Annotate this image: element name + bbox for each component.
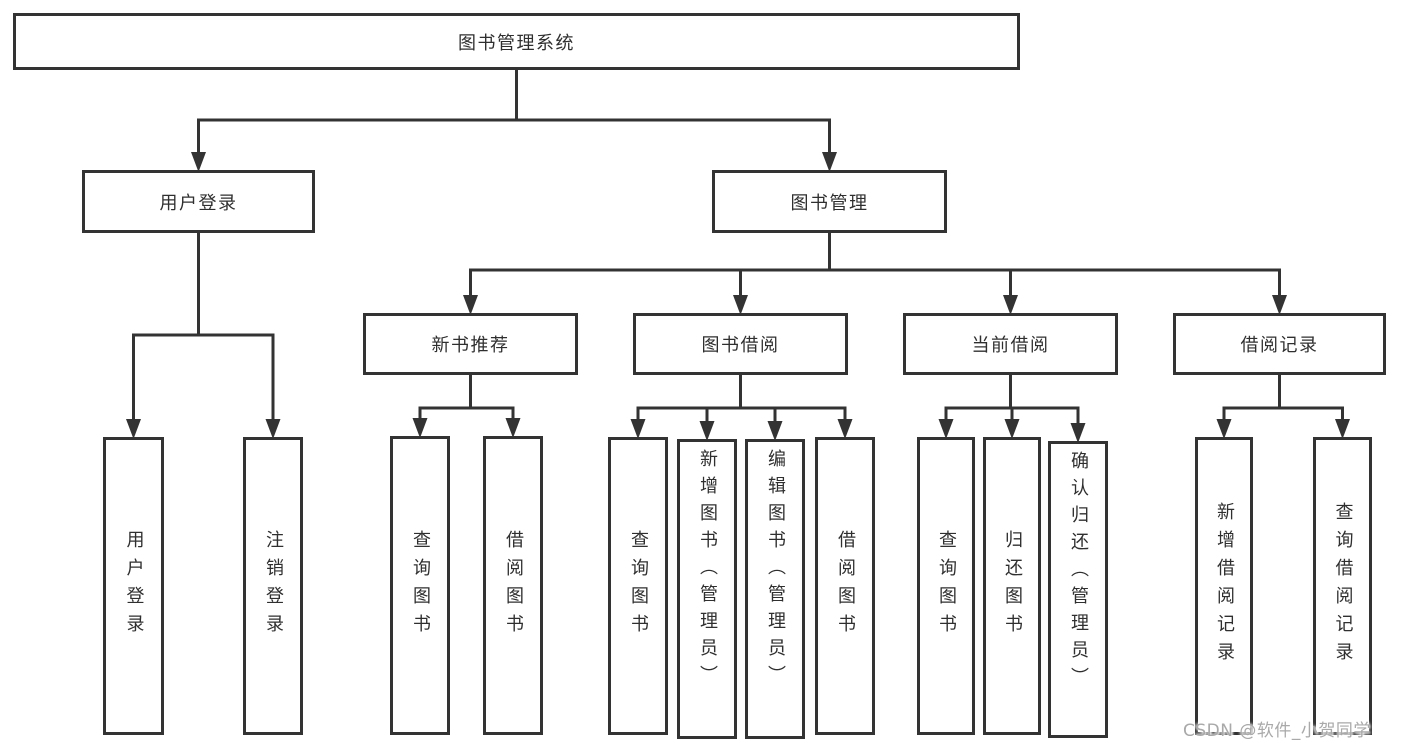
- node-nb-query-books-label: 查询图书: [410, 529, 431, 642]
- node-logout-label: 注销登录: [263, 530, 284, 642]
- node-bb-add-books: 新增图书（管理员）: [677, 439, 737, 739]
- node-bb-query-books: 查询图书: [608, 437, 668, 735]
- node-book-borrowing: 图书借阅: [633, 313, 848, 375]
- node-current-borrowing-label: 当前借阅: [971, 335, 1050, 356]
- node-borrowing-records-label: 借阅记录: [1240, 335, 1319, 356]
- node-new-book-recommend-label: 新书推荐: [431, 335, 510, 356]
- node-bb-borrow-books-label: 借阅图书: [835, 530, 856, 642]
- node-bb-borrow-books: 借阅图书: [815, 437, 875, 735]
- node-root: 图书管理系统: [13, 13, 1020, 70]
- node-new-book-recommend: 新书推荐: [363, 313, 578, 375]
- node-cb-return-books: 归还图书: [983, 437, 1041, 735]
- connector-path: [132, 68, 1344, 427]
- node-bb-query-books-label: 查询图书: [628, 530, 649, 642]
- node-bb-add-books-label: 新增图书（管理员）: [697, 449, 718, 692]
- node-br-add-record: 新增借阅记录: [1195, 437, 1253, 735]
- node-book-borrowing-label: 图书借阅: [701, 335, 780, 356]
- node-nb-borrow-books: 借阅图书: [483, 436, 543, 735]
- node-br-query-record-label: 查询借阅记录: [1332, 502, 1354, 670]
- arrowheads: [126, 152, 1350, 443]
- node-cb-query-books: 查询图书: [917, 437, 975, 735]
- node-borrowing-records: 借阅记录: [1173, 313, 1386, 375]
- node-nb-query-books: 查询图书: [390, 436, 450, 735]
- node-login-label: 用户登录: [123, 530, 145, 642]
- node-cb-query-books-label: 查询图书: [936, 530, 957, 642]
- node-cb-confirm-return: 确认归还（管理员）: [1048, 441, 1108, 738]
- node-cb-confirm-return-label: 确认归还（管理员）: [1068, 451, 1089, 694]
- node-user-login-label: 用户登录: [159, 192, 238, 214]
- node-cb-return-books-label: 归还图书: [1002, 530, 1023, 642]
- node-current-borrowing: 当前借阅: [903, 313, 1118, 375]
- node-user-login: 用户登录: [82, 170, 315, 233]
- node-nb-borrow-books-label: 借阅图书: [503, 529, 524, 642]
- node-logout: 注销登录: [243, 437, 303, 735]
- node-br-query-record: 查询借阅记录: [1313, 437, 1372, 735]
- node-bb-edit-books-label: 编辑图书（管理员）: [765, 449, 786, 692]
- watermark: CSDN @软件_小贺同学: [1183, 721, 1371, 741]
- node-bb-edit-books: 编辑图书（管理员）: [745, 439, 805, 739]
- node-book-management: 图书管理: [712, 170, 947, 233]
- node-book-management-label: 图书管理: [790, 192, 869, 214]
- node-br-add-record-label: 新增借阅记录: [1214, 502, 1235, 670]
- node-login: 用户登录: [103, 437, 164, 735]
- node-root-label: 图书管理系统: [458, 32, 575, 54]
